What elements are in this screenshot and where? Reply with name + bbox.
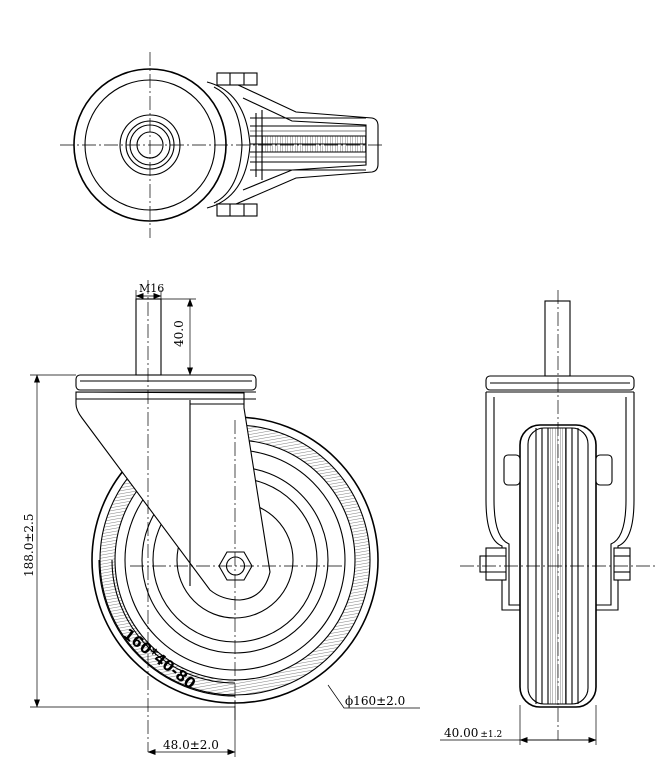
dimension-labels: M16 40.0 188.0±2.5 ϕ160±2.0 48.0±2.0 40.… [22,282,502,752]
overall-height-label: 188.0±2.5 [22,514,36,578]
tread-width-label: 40.00±1.2 [444,726,502,740]
stem-length-label: 40.0 [172,320,186,347]
top-bolt-head [216,72,258,86]
threaded-stem [135,298,162,376]
top-view [60,52,385,238]
swivel-offset-label: 48.0±2.0 [163,738,219,752]
fork-ribs [250,110,366,180]
front-view: 160*40-80 [75,280,379,752]
dimension-lines [30,290,597,757]
bottom-bolt-head [216,203,258,217]
side-view [460,290,655,740]
wheel-diameter-label: ϕ160±2.0 [345,694,405,708]
fork-arm [75,391,271,601]
thread-label: M16 [139,282,164,295]
